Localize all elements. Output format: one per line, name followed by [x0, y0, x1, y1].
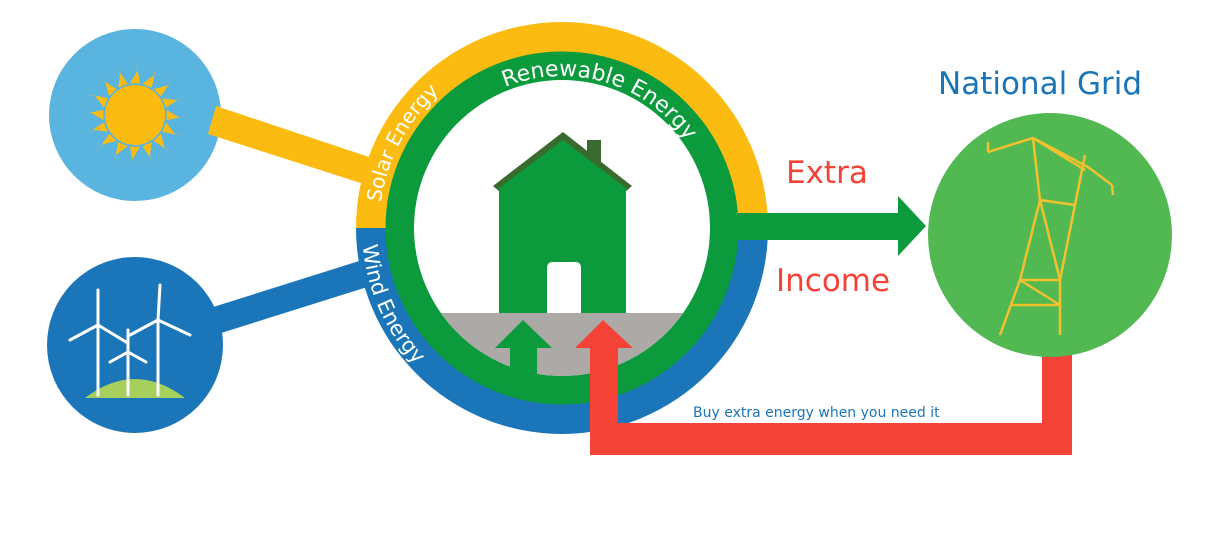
sun-ray — [166, 109, 187, 121]
sun-ray — [99, 77, 117, 97]
self-supply-arrow — [495, 320, 552, 380]
sun-ray — [142, 67, 156, 88]
sun-ray — [153, 79, 173, 97]
sun-ray — [129, 146, 141, 167]
sun-ray — [162, 122, 183, 136]
income-label: Income — [776, 263, 891, 299]
buy-energy-note: Buy extra energy when you need it — [693, 405, 940, 421]
sun-ray — [114, 142, 128, 163]
sun-ray — [162, 96, 184, 108]
sun-ray — [86, 122, 108, 134]
sun-icon — [49, 29, 221, 201]
solar-ring — [356, 22, 768, 228]
power-pylon-icon — [928, 113, 1172, 357]
national-grid-title: National Grid — [938, 66, 1143, 102]
sun-ray — [97, 133, 117, 151]
sun-ray — [153, 133, 171, 153]
sun-ray — [116, 66, 128, 88]
export-arrow — [738, 196, 926, 256]
renewable-ring — [385, 51, 739, 405]
sun-ray — [142, 142, 154, 164]
sun-ray — [83, 109, 104, 121]
sun-ray — [87, 94, 108, 108]
extra-label: Extra — [786, 155, 868, 191]
sun-ray — [129, 63, 141, 84]
wind-turbine-icon — [47, 257, 223, 433]
wind-ring — [356, 228, 768, 434]
house-icon — [493, 132, 632, 313]
grid-supply-arrow — [575, 320, 1072, 455]
